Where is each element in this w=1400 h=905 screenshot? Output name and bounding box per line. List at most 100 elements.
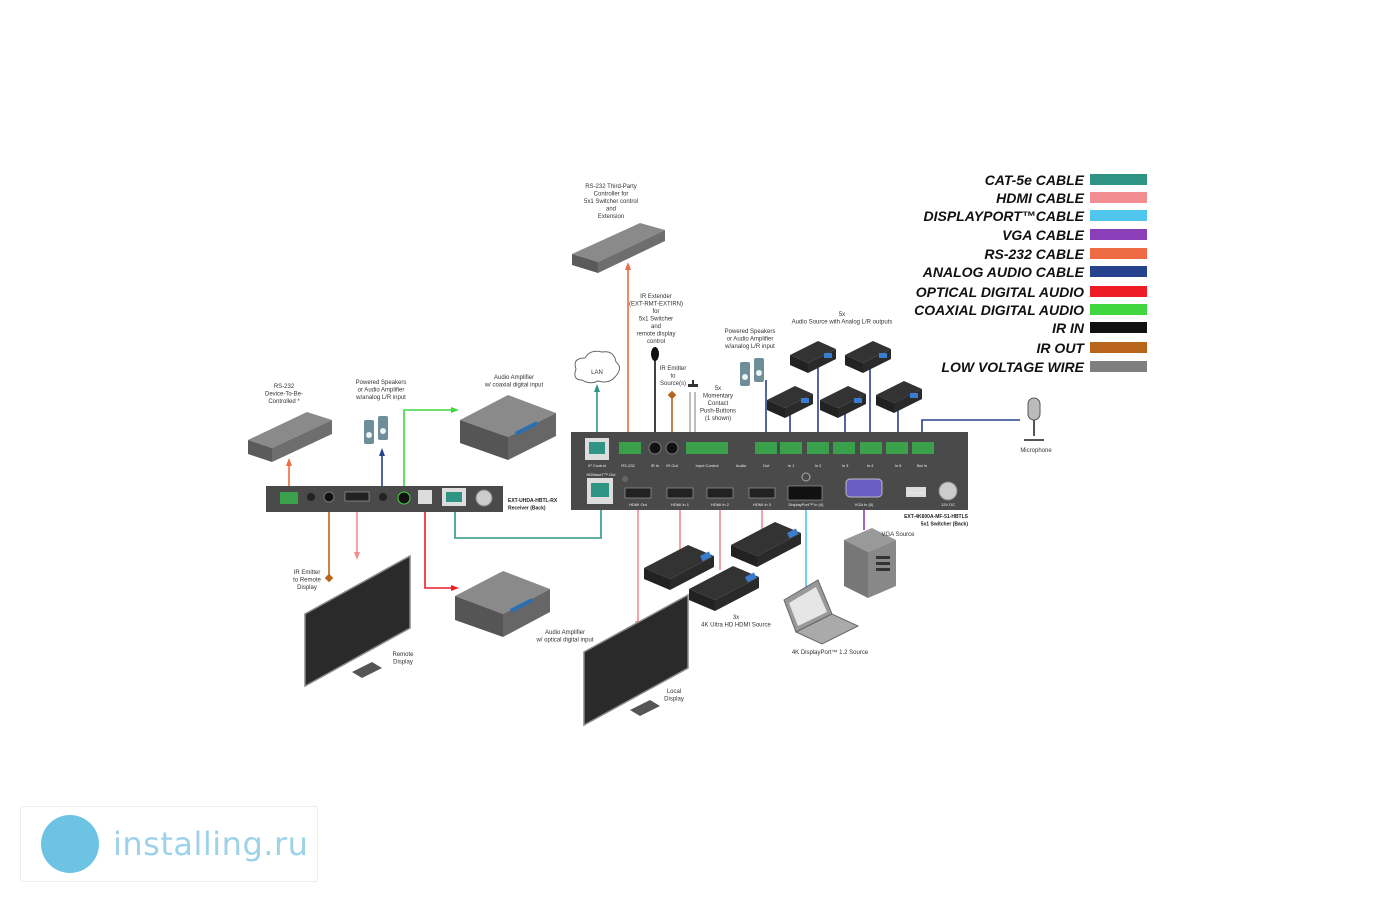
legend-swatch — [1090, 210, 1147, 221]
port-label-top: RS-232 — [621, 463, 635, 468]
audio-amplifier-coax-box — [460, 395, 556, 460]
push-button-icon — [688, 380, 698, 387]
port-label-bottom: HDBaseT™ Out — [587, 472, 617, 477]
port-label-bottom: DisplayPort™ In (4) — [789, 502, 825, 507]
label-powered-speakers-left: w/analog L/R input — [355, 395, 406, 401]
label-rs232-controller: and — [606, 207, 616, 213]
label-lan: LAN — [591, 370, 603, 376]
label-audio-sources: 5x — [839, 312, 845, 318]
port-label-top: In 2 — [815, 463, 822, 468]
label-powered-speakers-right: w/analog L/R input — [724, 344, 775, 350]
cable-hdbaset — [454, 505, 602, 539]
label-ir-extender: IR Extender — [640, 294, 672, 300]
legend-swatch — [1090, 192, 1147, 203]
port-label-bottom: HDMI Out — [629, 502, 648, 507]
label-dp-source: 4K DisplayPort™ 1.2 Source — [792, 649, 869, 656]
label-ir-emitter-remote: IR Emitter — [294, 570, 321, 576]
port-label-bottom: HDMI In 2 — [711, 502, 730, 507]
label-powered-speakers-right: Powered Speakers — [725, 329, 776, 335]
watermark-logo-icon — [41, 815, 99, 873]
remote-display-icon — [304, 554, 411, 688]
legend-swatch — [1090, 174, 1147, 185]
label-push-buttons: (1 shown) — [705, 416, 731, 422]
port-label-top: IR In — [651, 463, 659, 468]
port-label-bottom: HDMI In 1 — [671, 502, 690, 507]
label-remote-display: Remote — [392, 652, 414, 658]
legend-swatch — [1090, 322, 1147, 333]
label-hdmi-sources: 4K Ultra HD HDMI Source — [701, 623, 771, 629]
label-receiver-name: Receiver (Back) — [508, 506, 546, 512]
label-hdmi-sources: 3x — [733, 615, 739, 621]
audio-source-box — [820, 386, 866, 418]
label-rs232-controller: 5x1 Switcher control — [584, 199, 638, 205]
legend-label: CAT-5e CABLE — [985, 172, 1085, 188]
port-label-top: IR Out — [666, 463, 678, 468]
legend-swatch — [1090, 361, 1147, 372]
port-label-top: Out — [763, 463, 770, 468]
local-display-icon — [583, 593, 689, 727]
audio-source-box — [767, 386, 813, 418]
label-push-buttons: Momentary — [703, 394, 733, 400]
hdmi-source-boxes — [644, 522, 801, 611]
microphone-icon — [1024, 397, 1044, 441]
label-rs232-controller: RS-232 Third-Party — [585, 184, 637, 190]
label-ir-extender: for — [652, 309, 659, 315]
port-label-bottom: Firmware — [908, 490, 925, 495]
audio-source-box — [876, 381, 922, 413]
lan-cloud-icon — [574, 350, 620, 384]
label-ir-emitter-remote: to Remote — [293, 578, 321, 584]
legend-swatch — [1090, 229, 1147, 240]
legend-label: VGA CABLE — [1002, 227, 1085, 243]
audio-source-box — [845, 341, 891, 373]
ir-emitter-source-icon — [667, 390, 677, 400]
port-label-top: In 1 — [788, 463, 795, 468]
port-label-top: In 5 — [895, 463, 902, 468]
port-label-top: IP Control — [588, 463, 606, 468]
legend-swatch — [1090, 248, 1147, 259]
receiver-device — [266, 486, 503, 512]
label-rs232-device: Device-To-Be- — [265, 392, 303, 398]
port-label-top: In 4 — [867, 463, 874, 468]
label-ir-emitter-source: IR Emitter — [660, 366, 687, 372]
legend-label: DISPLAYPORT™CABLE — [924, 208, 1085, 224]
cable-coax — [403, 409, 455, 490]
ir-emitter-remote-icon — [324, 573, 334, 583]
port-label-bottom: 12V DC — [941, 502, 955, 507]
rs232-controller-box — [572, 223, 665, 273]
label-ir-emitter-source: Source(s) — [660, 381, 686, 387]
audio-amplifier-optical-box — [455, 571, 550, 637]
port-label-top: Audio — [736, 463, 747, 468]
label-ir-extender: and — [651, 324, 661, 330]
label-audio-amp-optical: w/ optical digital input — [535, 638, 593, 644]
label-rs232-controller: Extension — [598, 214, 624, 220]
label-ir-extender: control — [647, 339, 665, 345]
label-audio-amp-optical: Audio Amplifier — [545, 630, 585, 636]
legend-label: ANALOG AUDIO CABLE — [922, 264, 1085, 280]
rs232-device-box — [248, 412, 332, 462]
label-receiver-name: EXT-UHDA-HBTL-RX — [508, 498, 558, 504]
label-rs232-device: Controlled * — [268, 399, 300, 405]
legend-swatch — [1090, 286, 1147, 297]
legend-swatch — [1090, 304, 1147, 315]
label-rs232-controller: Controller for — [594, 192, 629, 198]
legend-label: IR IN — [1052, 320, 1085, 336]
label-audio-amp-coax: w/ coaxial digital input — [484, 383, 544, 389]
label-switcher-name: 5x1 Switcher (Back) — [921, 522, 969, 528]
label-powered-speakers-left: or Audio Amplifier — [358, 388, 405, 394]
port-label-top: Bal In — [917, 463, 927, 468]
watermark-text: installing.ru — [113, 825, 309, 863]
label-microphone: Microphone — [1020, 448, 1052, 454]
ir-extender-icon — [651, 347, 659, 361]
label-remote-display: Display — [393, 660, 413, 666]
label-push-buttons: Push-Buttons — [700, 409, 736, 415]
legend-label: COAXIAL DIGITAL AUDIO — [914, 302, 1084, 318]
switcher-device — [571, 432, 968, 510]
cable-optical — [424, 505, 455, 589]
label-rs232-device: RS-232 — [274, 384, 295, 390]
label-audio-sources: Audio Source with Analog L/R outputs — [792, 320, 893, 326]
label-local-display: Display — [664, 697, 684, 703]
vga-source-pc-icon — [844, 528, 896, 598]
label-ir-extender: remote display — [636, 332, 675, 338]
legend-label: OPTICAL DIGITAL AUDIO — [916, 284, 1084, 300]
